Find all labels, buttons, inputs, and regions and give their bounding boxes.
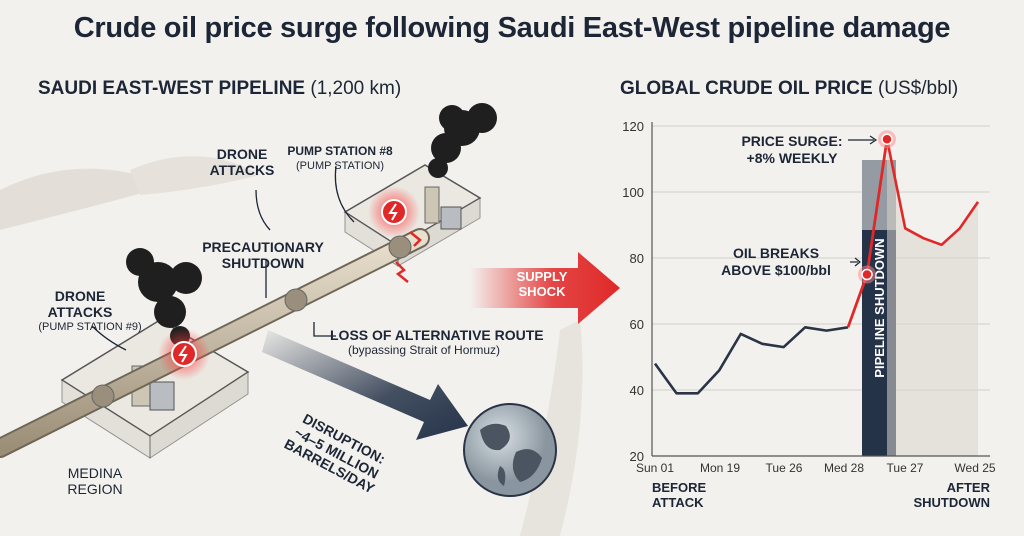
x-end-label: AFTER <box>947 480 991 495</box>
lightning-icon <box>388 203 398 221</box>
supply-shock-arrow <box>470 252 620 324</box>
lightning-icon <box>178 345 188 363</box>
pipe-joint <box>91 384 115 408</box>
annotation-arrowhead <box>869 135 878 145</box>
x-axis: Sun 01 Mon 19 Tue 26 Med 28 Tue 27 Wed 25 BEFO… <box>636 461 996 510</box>
medina-region-label: MEDINA REGION <box>67 465 123 497</box>
pump-station-8-sub: (PUMP STATION) <box>296 160 384 172</box>
pump-station-9-sub: (PUMP STATION #9) <box>38 321 142 333</box>
pipeline-shutdown-label: PIPELINE SHUTDOWN <box>872 238 887 377</box>
drone-attacks-top-label: DRONE ATTACKS <box>209 146 275 178</box>
series-line-after <box>885 138 980 247</box>
y-tick-label: 80 <box>630 251 644 266</box>
leader-arrow <box>91 165 355 351</box>
x-tick-label: Wed 25 <box>954 461 995 475</box>
price-heading-text: GLOBAL CRUDE OIL PRICE <box>620 78 873 99</box>
drone-attacks-left-label: DRONE ATTACKS <box>47 288 113 320</box>
pipeline-heading-text: SAUDI EAST-WEST PIPELINE <box>38 78 306 99</box>
x-tick-label: Sun 01 <box>636 461 674 475</box>
y-tick-label: 20 <box>630 449 644 464</box>
loss-route-sub: (bypassing Strait of Hormuz) <box>348 343 501 357</box>
price-heading: GLOBAL CRUDE OIL PRICE (US$/bbl) <box>620 78 958 100</box>
dune-shape <box>130 156 260 195</box>
peak-marker <box>881 133 893 145</box>
price-unit: (US$/bbl) <box>877 78 959 99</box>
oil-breaks-annotation: OIL BREAKS <box>733 245 819 261</box>
smoke-plume <box>428 103 497 178</box>
disruption-arrow <box>262 330 468 440</box>
x-end-label: BEFORE <box>652 480 707 495</box>
annotation-arrowhead <box>854 257 861 267</box>
y-tick-label: 100 <box>622 185 644 200</box>
crack-icon <box>409 231 422 247</box>
y-tick-label: 60 <box>630 317 644 332</box>
y-axis: 20 40 60 80 100 120 <box>622 119 990 464</box>
x-end-label: ATTACK <box>652 495 704 510</box>
globe-icon <box>463 403 557 497</box>
y-tick-label: 40 <box>630 383 644 398</box>
x-tick-label: Tue 27 <box>887 461 924 475</box>
x-tick-label: Mon 19 <box>700 461 740 475</box>
pipeline-body <box>0 230 428 456</box>
x-tick-label: Med 28 <box>824 461 864 475</box>
price-surge-annotation: +8% WEEKLY <box>747 150 839 166</box>
pump-station-8-label: PUMP STATION #8 <box>287 144 393 158</box>
pipeline-length: (1,200 km) <box>310 78 402 99</box>
x-tick-label: Tue 26 <box>766 461 803 475</box>
price-surge-annotation: PRICE SURGE: <box>741 133 842 149</box>
post-surge-area <box>887 139 978 456</box>
page-title: Crude oil price surge following Saudi Ea… <box>73 12 951 44</box>
x-end-label: SHUTDOWN <box>913 495 990 510</box>
precautionary-shutdown-label: PRECAUTIONARY SHUTDOWN <box>202 239 324 271</box>
y-tick-label: 120 <box>622 119 644 134</box>
pipe-joint <box>284 288 308 312</box>
loss-route-label: LOSS OF ALTERNATIVE ROUTE <box>330 327 544 343</box>
oil-breaks-annotation: ABOVE $100/bbl <box>721 262 831 278</box>
supply-shock-label: SUPPLY SHOCK <box>516 269 568 299</box>
series-line-before <box>653 326 849 395</box>
pipeline-heading: SAUDI EAST-WEST PIPELINE (1,200 km) <box>38 78 401 100</box>
crack-icon <box>395 261 409 283</box>
point-100-marker <box>861 268 873 281</box>
dune-shape <box>0 168 170 230</box>
